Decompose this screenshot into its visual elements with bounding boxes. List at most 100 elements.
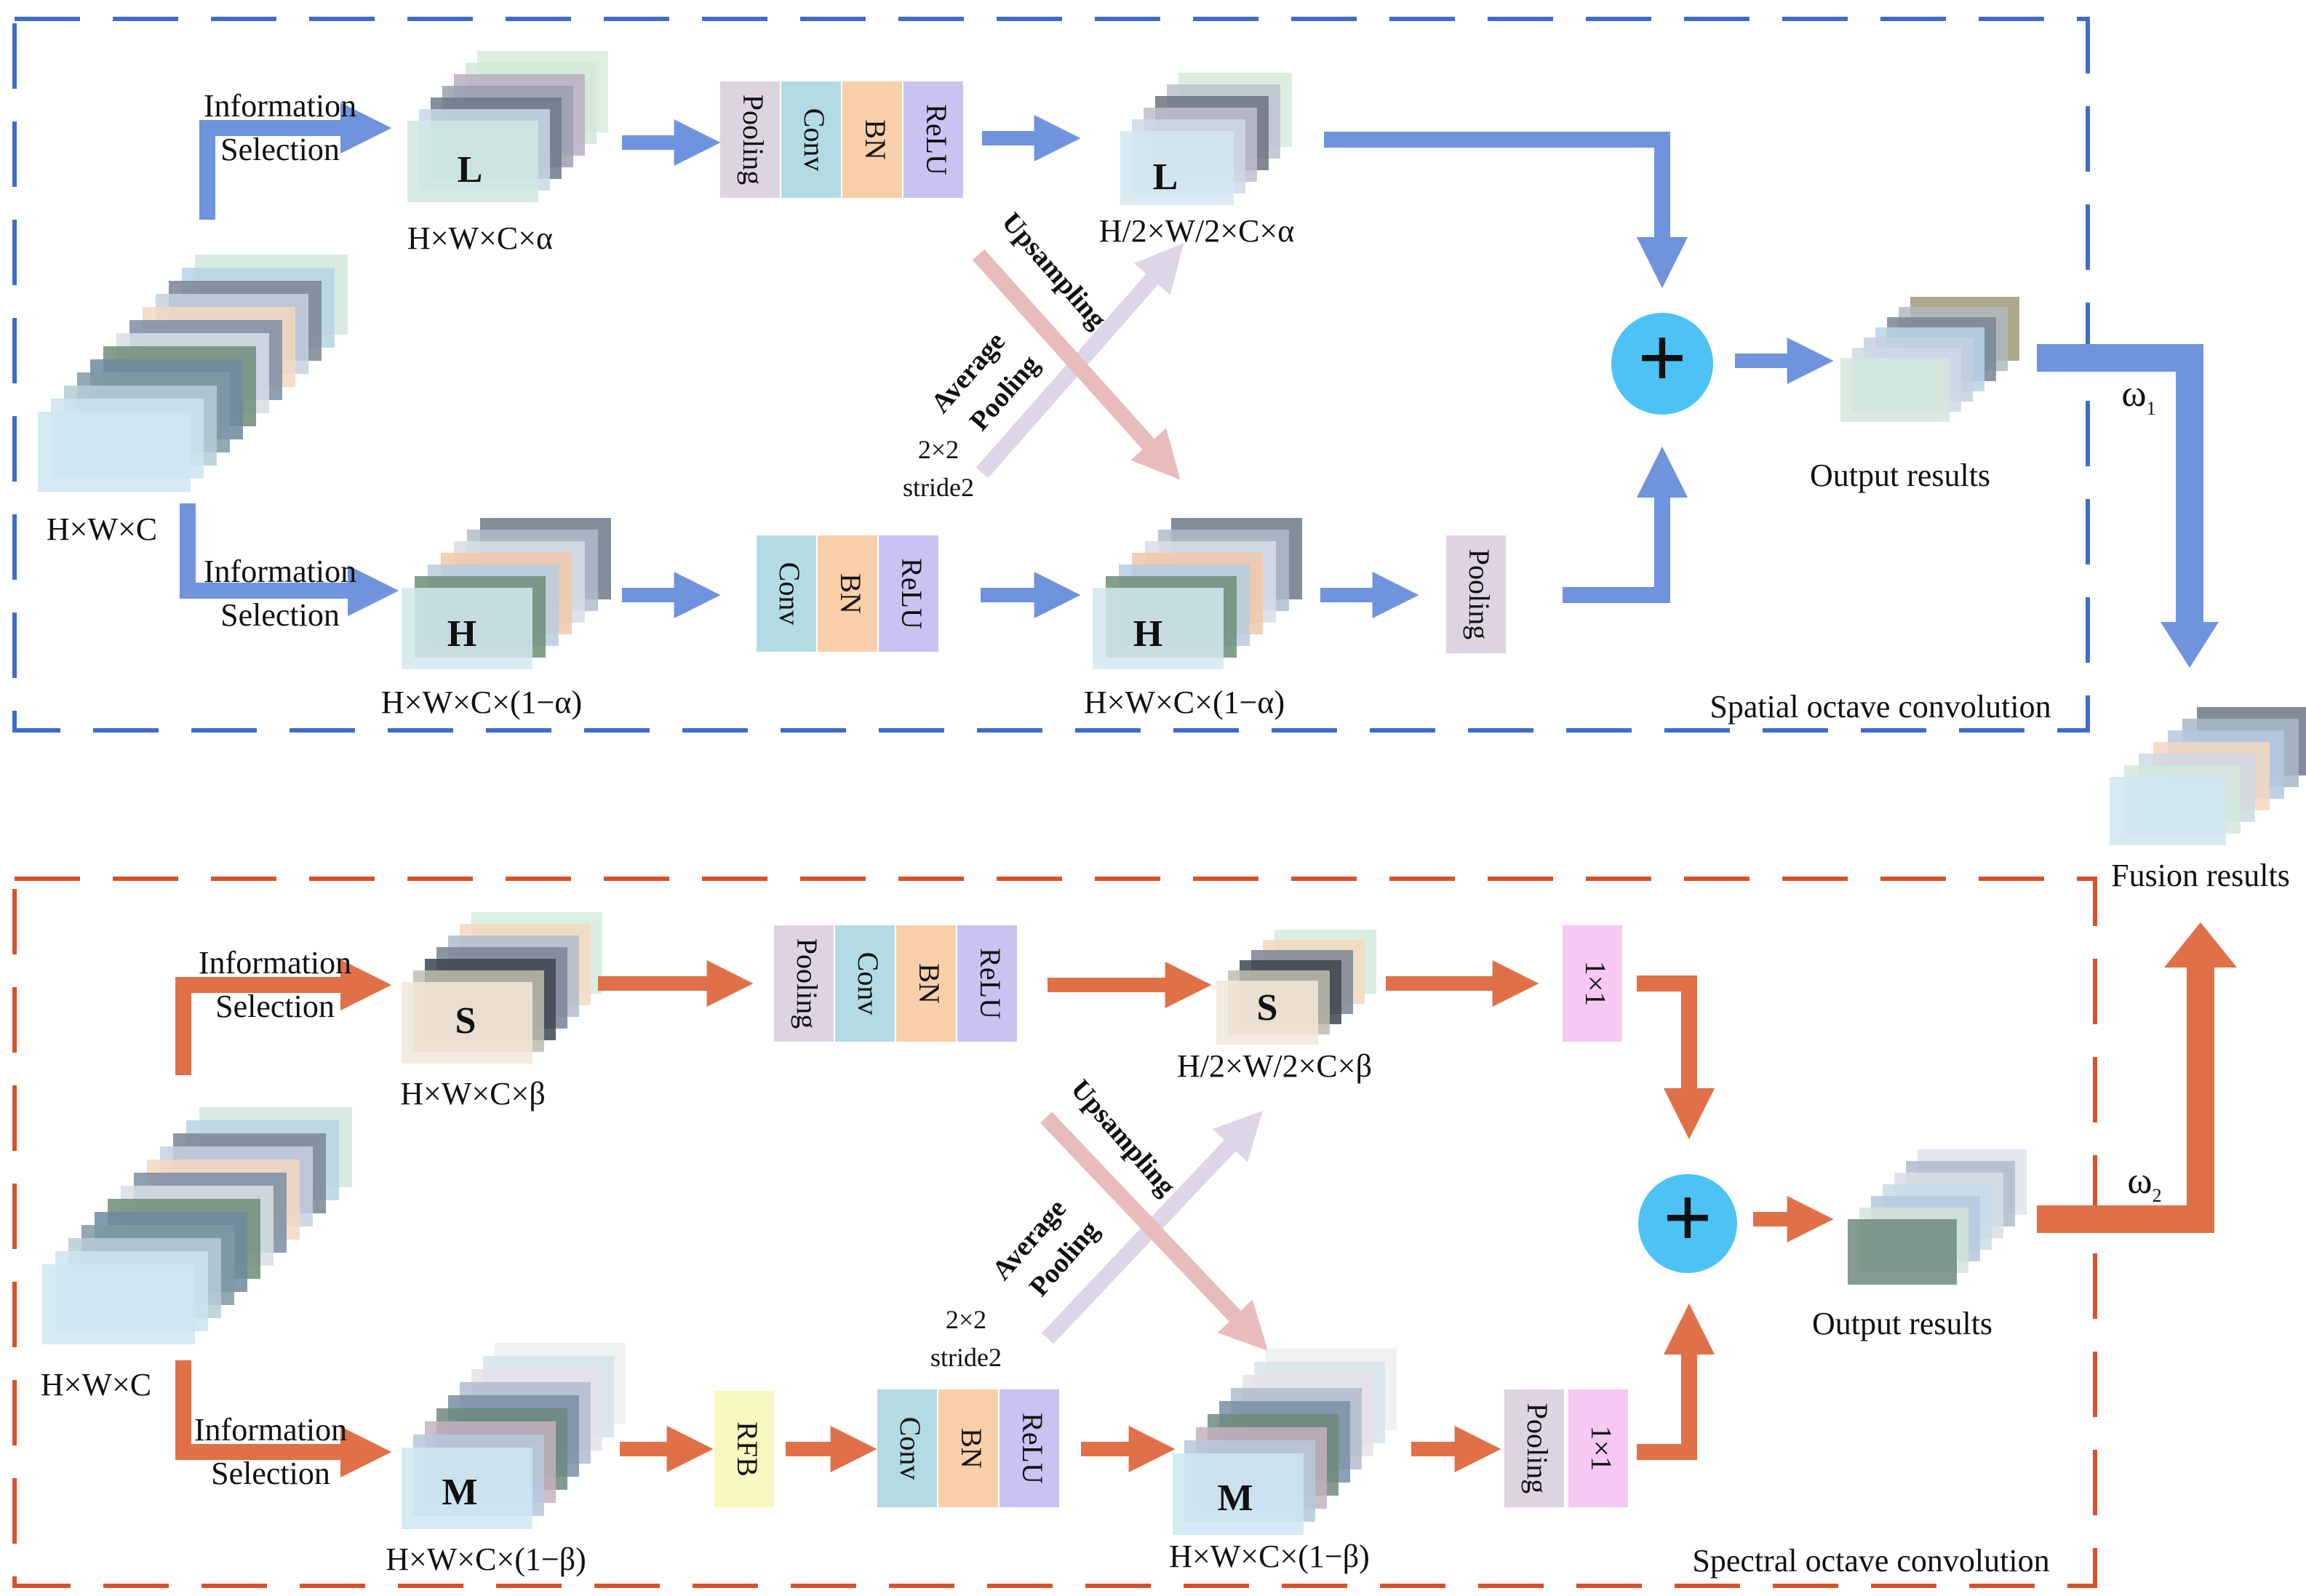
stride-label-1-bottom: 2×2 bbox=[946, 1305, 986, 1334]
path-to-upper-selection-top bbox=[199, 102, 392, 220]
operator-label-relu: ReLU bbox=[974, 948, 1007, 1019]
feature-map-layer bbox=[1848, 1219, 1957, 1285]
selection-label-2-bottom-upper: Selection bbox=[215, 989, 335, 1024]
feature-map-layer bbox=[1216, 981, 1318, 1045]
operator-block-relu bbox=[957, 925, 1017, 1042]
block-group-bottom-upper: Pooling Conv BN ReLU bbox=[774, 925, 1017, 1042]
frame-label-top: Spatial octave convolution bbox=[1709, 689, 2051, 725]
feature-map-layer bbox=[1173, 1453, 1304, 1535]
operator-block-conv bbox=[835, 925, 895, 1042]
feature-map-layer bbox=[402, 588, 532, 669]
feature-dims-S2: H/2×W/2×C×β bbox=[1177, 1048, 1372, 1084]
path-1x1-to-plus bbox=[1637, 975, 1715, 1140]
feature-dims-H: H×W×C×(1−α) bbox=[381, 685, 582, 720]
feature-stack-M2 bbox=[1173, 1349, 1397, 1535]
input-dims-top: H×W×C bbox=[47, 511, 157, 547]
input-feature-stack-top bbox=[38, 255, 348, 492]
operator-label-relu: ReLU bbox=[1016, 1413, 1049, 1484]
selection-label-1-top-upper: Information bbox=[204, 88, 356, 124]
feature-stack-S2 bbox=[1216, 930, 1376, 1045]
operator-block-bn bbox=[818, 535, 877, 652]
feature-map-layer bbox=[2110, 777, 2226, 845]
feature-stack-L bbox=[407, 51, 608, 202]
feature-letter-M2: M bbox=[1217, 1477, 1253, 1519]
rfb-label: RFB bbox=[731, 1421, 764, 1477]
selection-label-1-bottom-upper: Information bbox=[199, 945, 351, 981]
feature-stack-M bbox=[402, 1343, 626, 1529]
operator-label-bn: BN bbox=[913, 963, 946, 1004]
feature-map-layer bbox=[42, 1264, 195, 1344]
frame-label-bottom: Spectral octave convolution bbox=[1692, 1543, 2049, 1579]
operator-block-bn bbox=[896, 925, 956, 1042]
feature-dims-H2: H×W×C×(1−α) bbox=[1084, 685, 1285, 720]
feature-map-layer bbox=[38, 412, 191, 492]
feature-stack-L2 bbox=[1120, 73, 1292, 205]
operator-block-relu bbox=[903, 81, 963, 198]
block-group-top-lower: Conv BN ReLU bbox=[757, 535, 938, 652]
upsampling-arrow-bottom bbox=[1040, 1112, 1269, 1352]
feature-letter-M: M bbox=[442, 1472, 477, 1513]
feature-letter-S2: S bbox=[1257, 987, 1278, 1029]
upsampling-arrow-top bbox=[972, 249, 1181, 480]
path-L2-to-plus bbox=[1324, 132, 1688, 289]
onebyone-block-bottom-upper: 1×1 bbox=[1563, 925, 1622, 1042]
path-to-upper-selection-bottom bbox=[175, 959, 392, 1075]
path-top-to-fusion bbox=[2037, 344, 2203, 624]
path-to-lower-selection-top bbox=[180, 503, 399, 617]
operator-label-bn: BN bbox=[955, 1428, 988, 1469]
post-pooling-bottom: Pooling bbox=[1504, 1389, 1564, 1507]
feature-letter-H: H bbox=[447, 613, 476, 655]
operator-label-conv: Conv bbox=[773, 562, 806, 626]
feature-letter-H2: H bbox=[1133, 613, 1162, 655]
feature-map-layer bbox=[407, 121, 538, 202]
output-stack-top bbox=[1840, 297, 2019, 422]
feature-map-layer bbox=[1840, 358, 1950, 422]
feature-map-layer bbox=[1093, 588, 1224, 669]
feature-letter-L2: L bbox=[1153, 156, 1178, 198]
feature-dims-M: H×W×C×(1−β) bbox=[386, 1541, 586, 1577]
operator-label-bn: BN bbox=[834, 573, 867, 614]
feature-letter-L: L bbox=[458, 149, 483, 191]
input-dims-bottom: H×W×C bbox=[41, 1367, 151, 1403]
operator-block-conv bbox=[877, 1389, 937, 1507]
block-group-bottom-lower: Conv BN ReLU bbox=[877, 1389, 1059, 1507]
sum-node-top: + bbox=[1611, 309, 1713, 415]
path-pooling-to-plus bbox=[1563, 446, 1688, 603]
post-pooling-top: Pooling bbox=[1446, 535, 1506, 653]
sum-node-bottom: + bbox=[1638, 1169, 1737, 1273]
feature-letter-S: S bbox=[455, 1000, 476, 1042]
operator-block-relu bbox=[879, 535, 938, 652]
feature-stack-H2 bbox=[1093, 518, 1302, 669]
post-pooling-label-bottom: Pooling bbox=[1521, 1403, 1554, 1493]
selection-label-1-bottom-lower: Information bbox=[194, 1412, 347, 1448]
post-onebyone-label-bottom: 1×1 bbox=[1585, 1426, 1618, 1472]
operator-label-conv: Conv bbox=[894, 1417, 927, 1480]
operator-label-conv: Conv bbox=[798, 108, 831, 172]
selection-label-1-top-lower: Information bbox=[204, 554, 356, 589]
selection-label-2-top-lower: Selection bbox=[220, 597, 340, 633]
post-onebyone-bottom: 1×1 bbox=[1568, 1389, 1628, 1507]
path-to-lower-selection-bottom bbox=[175, 1360, 392, 1478]
feature-dims-M2: H×W×C×(1−β) bbox=[1169, 1539, 1370, 1574]
operator-label-relu: ReLU bbox=[895, 558, 928, 629]
spectral-octave-section: H×W×C Information Selection Information … bbox=[12, 877, 2097, 1588]
path-post-to-plus bbox=[1637, 1303, 1715, 1460]
arrowhead-bottom-to-fusion bbox=[2164, 922, 2237, 967]
operator-block-conv bbox=[757, 535, 816, 652]
path-bottom-to-fusion bbox=[2037, 966, 2214, 1233]
selection-label-2-top-upper: Selection bbox=[220, 132, 340, 167]
operator-block-pooling bbox=[774, 925, 834, 1042]
stride-label-2-bottom: stride2 bbox=[930, 1343, 1002, 1372]
operator-label-pooling: Pooling bbox=[737, 95, 770, 185]
feature-dims-L: H×W×C×α bbox=[407, 220, 553, 256]
operator-block-pooling bbox=[720, 81, 780, 198]
sum-symbol-bottom: + bbox=[1663, 1169, 1712, 1266]
post-pooling-label-top: Pooling bbox=[1463, 549, 1496, 639]
stride-label-1-top: 2×2 bbox=[918, 435, 959, 464]
weight-top: ω1 bbox=[2121, 373, 2155, 419]
weight-bottom: ω2 bbox=[2127, 1160, 2161, 1206]
operator-label-conv: Conv bbox=[852, 952, 885, 1016]
rfb-block: RFB bbox=[714, 1391, 774, 1507]
operator-label-pooling: Pooling bbox=[791, 938, 823, 1029]
